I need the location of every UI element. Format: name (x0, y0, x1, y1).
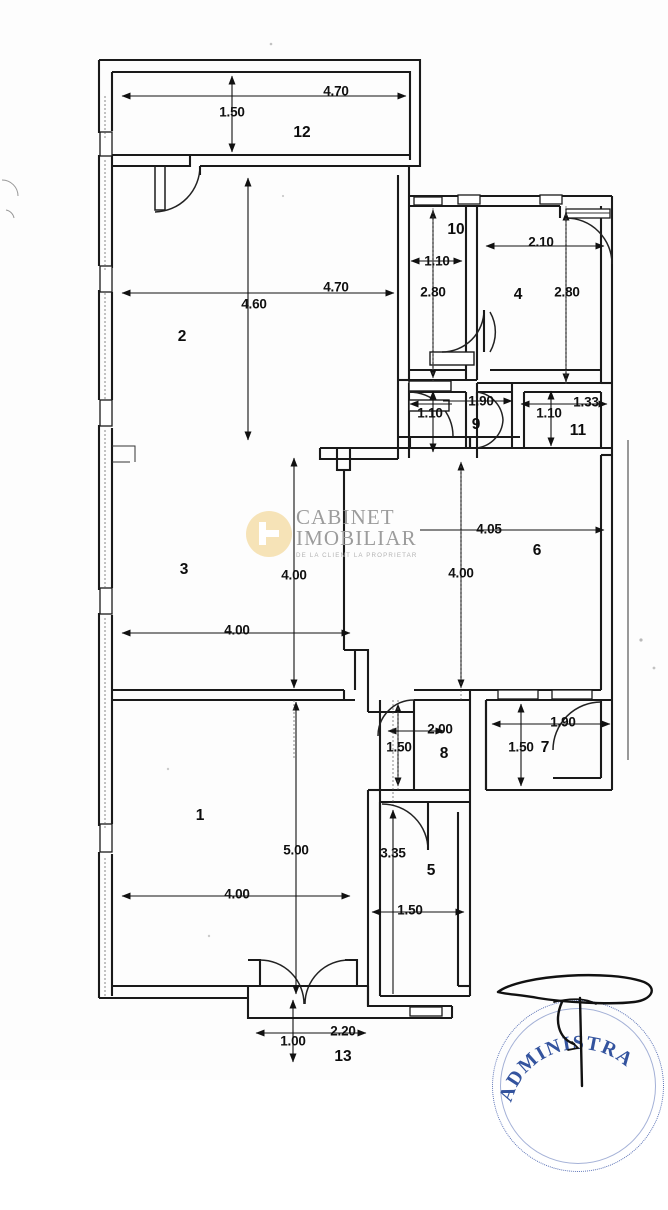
dim-label: 1.10 (424, 254, 449, 269)
dim-label: 1.33 (573, 395, 599, 410)
room-label-12: 12 (293, 124, 310, 141)
dim-label: 1.50 (386, 740, 411, 755)
dim-label: 1.50 (508, 740, 533, 755)
dim-label: 4.05 (476, 522, 502, 537)
rooms-7-8-walls (366, 699, 614, 792)
windows-left-wall (99, 131, 136, 853)
room-12-walls (112, 153, 410, 213)
room-label-3: 3 (180, 561, 189, 578)
room-label-9: 9 (472, 416, 481, 433)
dim-label: 4.00 (281, 568, 306, 583)
dim-label: 1.90 (468, 394, 493, 409)
room-label-2: 2 (178, 328, 187, 345)
dim-label: 1.00 (280, 1034, 305, 1049)
room-label-8: 8 (440, 745, 449, 762)
dim-label: 1.10 (536, 406, 561, 421)
dimension-lines (104, 75, 611, 1063)
dim-label: 2.10 (528, 235, 553, 250)
dim-label: 4.70 (323, 84, 348, 99)
dim-label: 1.50 (397, 903, 422, 918)
dim-label: 4.00 (224, 623, 249, 638)
room-number-labels: 1 2 3 4 5 6 7 8 9 10 11 12 13 (178, 124, 587, 1065)
scan-artifacts (1, 42, 656, 938)
room-label-1: 1 (196, 807, 205, 824)
dim-label: 4.70 (323, 280, 348, 295)
room-label-10: 10 (447, 221, 464, 238)
interior-walls-left-block (112, 166, 472, 702)
dim-label: 1.50 (219, 105, 244, 120)
room-13-walls (246, 958, 368, 1005)
rooms-10-4-walls (409, 194, 614, 385)
dim-label: 3.35 (380, 846, 406, 861)
room-5-walls (366, 790, 472, 1017)
room-label-13: 13 (334, 1048, 352, 1065)
dim-label: 4.00 (224, 887, 249, 902)
dim-label: 2.20 (330, 1024, 355, 1039)
dim-label: 1.90 (550, 715, 575, 730)
dim-label: 4.60 (241, 297, 266, 312)
dim-label: 2.00 (427, 722, 452, 737)
room-label-5: 5 (427, 862, 436, 879)
room-label-6: 6 (533, 542, 542, 559)
room-label-4: 4 (514, 286, 523, 303)
room-label-7: 7 (541, 739, 550, 756)
floor-plan-drawing: 4.70 1.50 4.70 4.60 1.10 2.80 2.10 2.80 … (1, 42, 656, 1065)
dim-label: 5.00 (283, 843, 308, 858)
dim-label: 2.80 (554, 285, 579, 300)
dimension-labels: 4.70 1.50 4.70 4.60 1.10 2.80 2.10 2.80 … (219, 84, 599, 1049)
floor-plan-canvas: 4.70 1.50 4.70 4.60 1.10 2.80 2.10 2.80 … (1, 42, 664, 1172)
room-label-11: 11 (570, 422, 587, 439)
dim-label: 4.00 (448, 566, 473, 581)
dim-label: 2.80 (420, 285, 445, 300)
dim-label: 1.10 (417, 406, 442, 421)
